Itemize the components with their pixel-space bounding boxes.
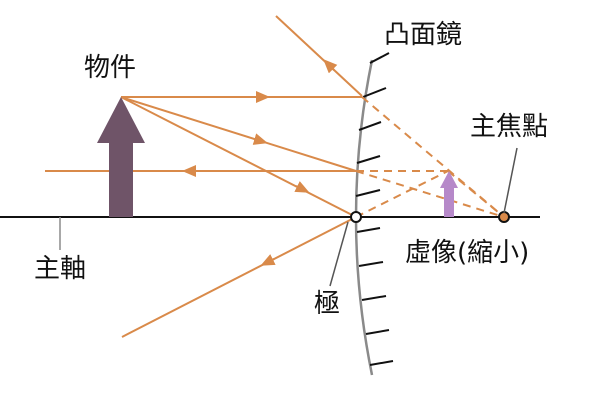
focus-label-leader bbox=[503, 147, 518, 214]
focus-label: 主焦點 bbox=[470, 112, 549, 142]
virtual-ray-extensions bbox=[355, 96, 505, 218]
pole-label: 極 bbox=[314, 289, 341, 319]
object-label: 物件 bbox=[84, 53, 137, 83]
focus-point bbox=[498, 211, 510, 223]
pole-label-leader bbox=[329, 221, 349, 287]
image-arrow bbox=[440, 171, 458, 217]
reflected-ray-top bbox=[275, 15, 363, 97]
axis-label: 主軸 bbox=[34, 254, 87, 284]
object-arrow bbox=[97, 97, 145, 217]
mirror-label: 凸面鏡 bbox=[384, 20, 463, 50]
incident-ray-to-focus bbox=[120, 96, 357, 172]
incident-ray-to-pole bbox=[120, 96, 357, 218]
mirror-hatching bbox=[355, 52, 394, 366]
reflected-ray-from-pole bbox=[121, 216, 357, 338]
light-rays bbox=[45, 15, 363, 338]
pole-point bbox=[350, 211, 362, 223]
image-label: 虛像(縮小) bbox=[405, 238, 530, 268]
